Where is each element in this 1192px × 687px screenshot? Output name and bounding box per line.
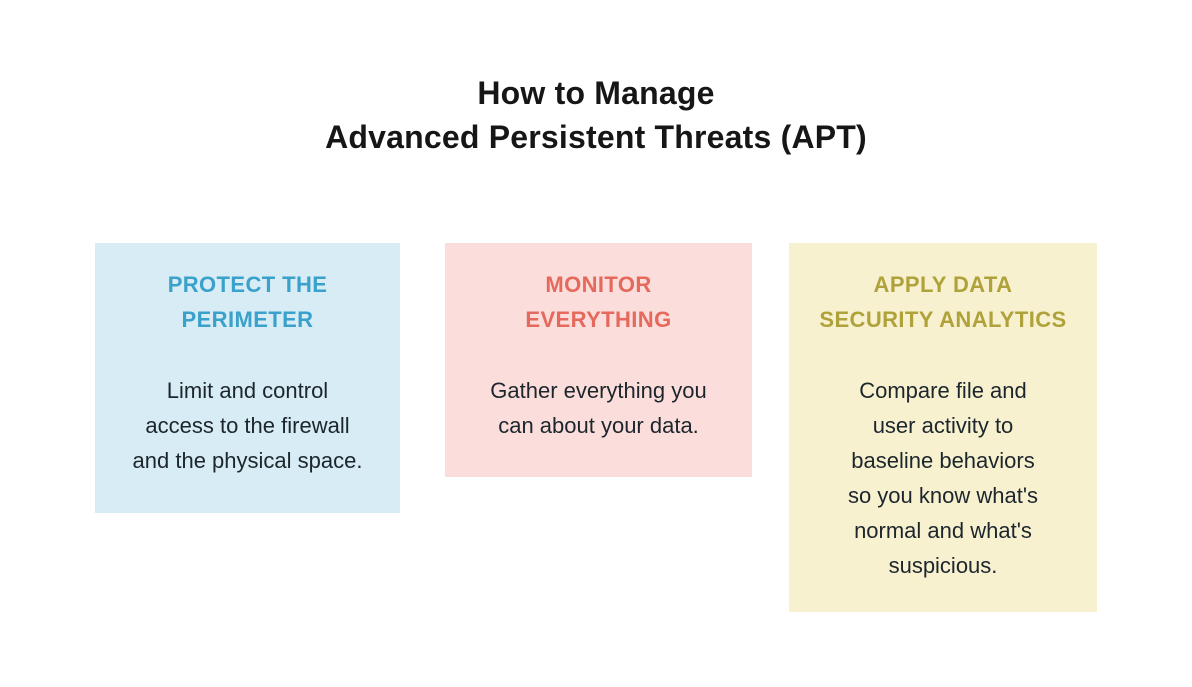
card-heading-apply-data-security-analytics: APPLY DATA SECURITY ANALYTICS: [819, 272, 1067, 332]
card-protect-the-perimeter: PROTECT THE PERIMETER Limit and control …: [95, 243, 400, 513]
card-body-protect-the-perimeter: Limit and control access to the firewall…: [132, 378, 363, 473]
page-title: How to Manage Advanced Persistent Threat…: [325, 75, 867, 155]
card-heading-protect-the-perimeter: PROTECT THE PERIMETER: [167, 272, 328, 332]
card-monitor-everything: MONITOR EVERYTHING Gather everything you…: [445, 243, 752, 477]
card-apply-data-security-analytics: APPLY DATA SECURITY ANALYTICS Compare fi…: [789, 243, 1097, 612]
card-body-apply-data-security-analytics: Compare file and user activity to baseli…: [847, 378, 1039, 578]
card-body-monitor-everything: Gather everything you can about your dat…: [490, 378, 707, 438]
card-heading-monitor-everything: MONITOR EVERYTHING: [525, 272, 672, 332]
